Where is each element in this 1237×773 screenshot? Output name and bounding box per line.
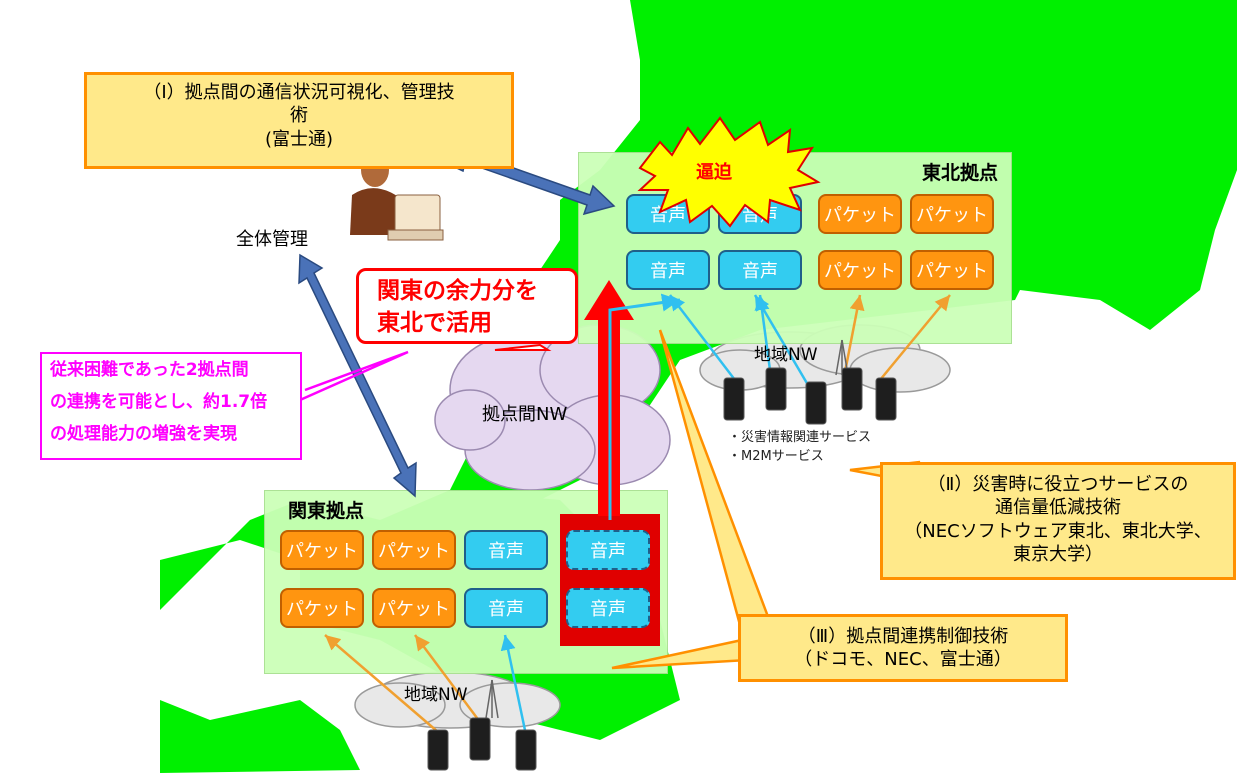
tohoku-device-links: [669, 294, 951, 386]
kanto-voice-box-surplus-1: 音声: [566, 530, 650, 570]
overall-management-label: 全体管理: [236, 229, 308, 250]
tohoku-phone-icons: [723, 367, 897, 425]
congestion-label: 逼迫: [696, 162, 732, 183]
services-item-1: ・災害情報関連サービス: [728, 430, 872, 445]
magenta-note-line-3: の処理能力の増強を実現: [50, 424, 237, 444]
callout-traffic-reduction-tech: （Ⅱ）災害時に役立つサービスの 通信量低減技術 （NECソフトウェア東北、東北大…: [880, 462, 1236, 580]
kanto-packet-box-2: パケット: [372, 530, 456, 570]
surplus-voice-route: [608, 293, 681, 520]
callout-2-line-4: 東京大学）: [1013, 544, 1103, 566]
tohoku-packet-box-1: パケット: [818, 194, 902, 234]
red-callout-line-2: 東北で活用: [377, 310, 492, 336]
congestion-starburst: [637, 116, 821, 228]
callout-2-line-1: （Ⅱ）災害時に役立つサービスの: [927, 474, 1189, 495]
kanto-voice-box-surplus-2: 音声: [566, 588, 650, 628]
kanto-phone-icons: [427, 717, 537, 771]
callout-1-line-1: （Ⅰ）拠点間の通信状況可視化、管理技: [143, 82, 455, 103]
magenta-pointer: [299, 350, 409, 402]
tohoku-voice-box-4: 音声: [718, 250, 802, 290]
manager-person-icon: [350, 153, 444, 241]
services-item-2: ・M2Mサービス: [728, 449, 824, 464]
callout-3-line-1: （Ⅲ）拠点間連携制御技術: [797, 626, 1009, 647]
callout-inter-base-control-tech: （Ⅲ）拠点間連携制御技術 （ドコモ、NEC、富士通）: [738, 614, 1068, 682]
callout-2-line-2: 通信量低減技術: [995, 497, 1121, 519]
kanto-device-links: [324, 634, 528, 736]
callout-1-line-2: 術: [290, 105, 308, 127]
inter-base-nw-label: 拠点間NW: [482, 404, 568, 425]
kanto-antenna-icon: [485, 679, 499, 719]
tohoku-packet-box-2: パケット: [910, 194, 994, 234]
kanto-regional-nw-cloud: [354, 671, 561, 729]
kanto-packet-box-3: パケット: [280, 588, 364, 628]
red-callout-line-1: 関東の余力分を: [377, 278, 538, 304]
kanto-regional-nw-label: 地域NW: [404, 685, 468, 705]
red-callout-box: 関東の余力分を 東北で活用: [356, 268, 578, 344]
kanto-base-title: 関東拠点: [288, 500, 365, 522]
kanto-voice-box-1: 音声: [464, 530, 548, 570]
magenta-improvement-note: 従来困難であった2拠点間 の連携を可能とし、約1.7倍 の処理能力の増強を実現: [40, 352, 302, 460]
tohoku-base-title: 東北拠点: [922, 162, 999, 184]
magenta-note-line-2: の連携を可能とし、約1.7倍: [50, 392, 268, 412]
tohoku-regional-nw-label: 地域NW: [754, 345, 818, 365]
callout-1-line-3: (富士通): [264, 128, 334, 150]
callout-3-pointer-a: [658, 329, 772, 627]
callout-3-line-2: （ドコモ、NEC、富士通）: [794, 649, 1012, 671]
callout-2-line-3: （NECソフトウェア東北、東北大学、: [904, 520, 1212, 542]
callout-visualization-tech: （Ⅰ）拠点間の通信状況可視化、管理技 術 (富士通): [84, 72, 514, 169]
callout-3-pointer-b: [611, 638, 750, 670]
kanto-packet-box-1: パケット: [280, 530, 364, 570]
tohoku-packet-box-4: パケット: [910, 250, 994, 290]
services-list: ・災害情報関連サービス ・M2Mサービス: [728, 428, 871, 466]
kanto-packet-box-4: パケット: [372, 588, 456, 628]
red-callout-pointer: [494, 343, 552, 351]
magenta-note-line-1: 従来困難であった2拠点間: [50, 360, 249, 380]
kanto-voice-box-2: 音声: [464, 588, 548, 628]
tohoku-voice-box-3: 音声: [626, 250, 710, 290]
tohoku-packet-box-3: パケット: [818, 250, 902, 290]
